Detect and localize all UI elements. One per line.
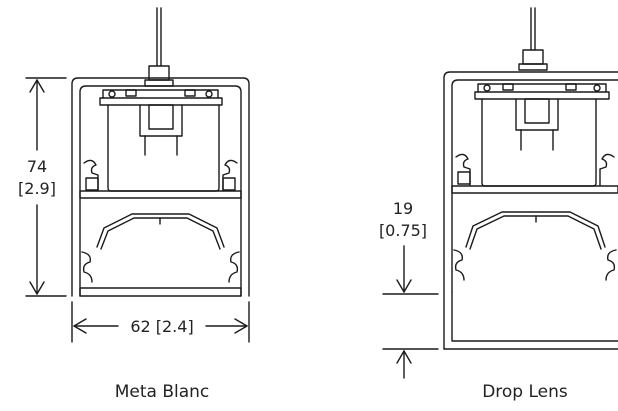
- right-caption: Drop Lens: [482, 382, 568, 402]
- right-drop-in-label: [0.75]: [379, 221, 427, 240]
- left-housing: [71, 77, 250, 297]
- right-spring-r: [605, 249, 617, 281]
- right-reflector: [465, 211, 606, 248]
- left-spring-l: [81, 251, 93, 283]
- left-spring-r: [228, 251, 240, 283]
- left-clip-l: [83, 159, 99, 192]
- right-bracket: [477, 83, 607, 93]
- left-lens-frame: [79, 190, 242, 199]
- left-height-dimension: [25, 77, 67, 297]
- right-clip-l: [455, 153, 471, 186]
- right-clip-r: [599, 153, 615, 186]
- right-housing: [443, 71, 618, 350]
- right-drop-lens: [451, 291, 618, 342]
- left-width-label: 62 [2.4]: [130, 317, 193, 336]
- left-height-in-label: [2.9]: [18, 179, 56, 198]
- left-driver-box: [107, 104, 220, 192]
- right-spring-l: [453, 249, 465, 281]
- left-width-dimension: [71, 301, 250, 343]
- left-reflector: [96, 213, 225, 248]
- right-driver-box: [481, 98, 597, 187]
- right-lens-frame: [451, 185, 618, 194]
- left-bracket: [102, 89, 219, 99]
- left-flat-lens: [79, 287, 242, 297]
- right-cable-gripper: [522, 49, 544, 65]
- left-clip-r: [222, 159, 238, 192]
- left-height-mm-label: 74: [27, 157, 47, 176]
- drop-lens-profile: [443, 7, 618, 350]
- meta-blanc-profile: [71, 7, 250, 297]
- right-drop-mm-label: 19: [393, 199, 413, 218]
- left-caption: Meta Blanc: [115, 382, 210, 402]
- right-drop-dimension: [382, 245, 439, 379]
